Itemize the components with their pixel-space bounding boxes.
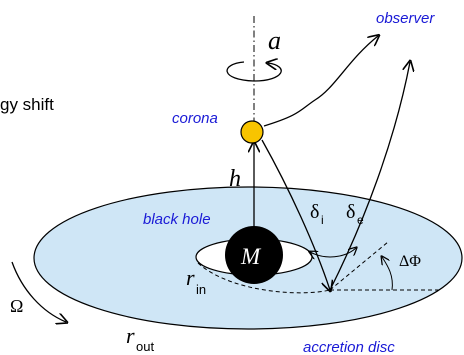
disc-observer-ray [329,62,410,291]
omega-symbol: Ω [10,296,23,316]
projection-dashed-line [329,241,389,291]
delta-angle-arc [310,248,356,257]
accretion-disc-label: accretion disc [303,339,395,355]
mass-symbol: M [240,244,262,269]
spin-symbol: a [268,26,281,55]
black-hole [225,226,283,284]
orbit-dashed-arc [197,262,331,294]
black-hole-label: black hole [143,211,211,228]
delta-i-subscript: i [321,213,324,227]
corona-label: corona [172,110,218,127]
outer-radius-subscript: out [136,339,154,354]
corona-observer-ray [263,36,378,127]
delta-phi-arc [382,257,393,291]
delta-e-symbol: δ [346,201,355,223]
inner-radius-subscript: in [196,282,206,297]
spin-arrow-icon [226,62,282,82]
outer-radius-symbol: r [126,323,135,348]
delta-e-subscript: e [357,213,364,227]
observer-label: observer [376,10,435,27]
corona-sphere [240,120,264,144]
delta-i-symbol: δ [310,201,319,223]
delta-phi-symbol: ΔΦ [399,253,421,270]
energy-shift-label: gy shift [0,95,54,114]
inner-radius-symbol: r [186,265,195,290]
corona-disc-ray [261,139,330,290]
height-symbol: h [229,166,241,192]
omega-arrow-icon [11,261,66,322]
